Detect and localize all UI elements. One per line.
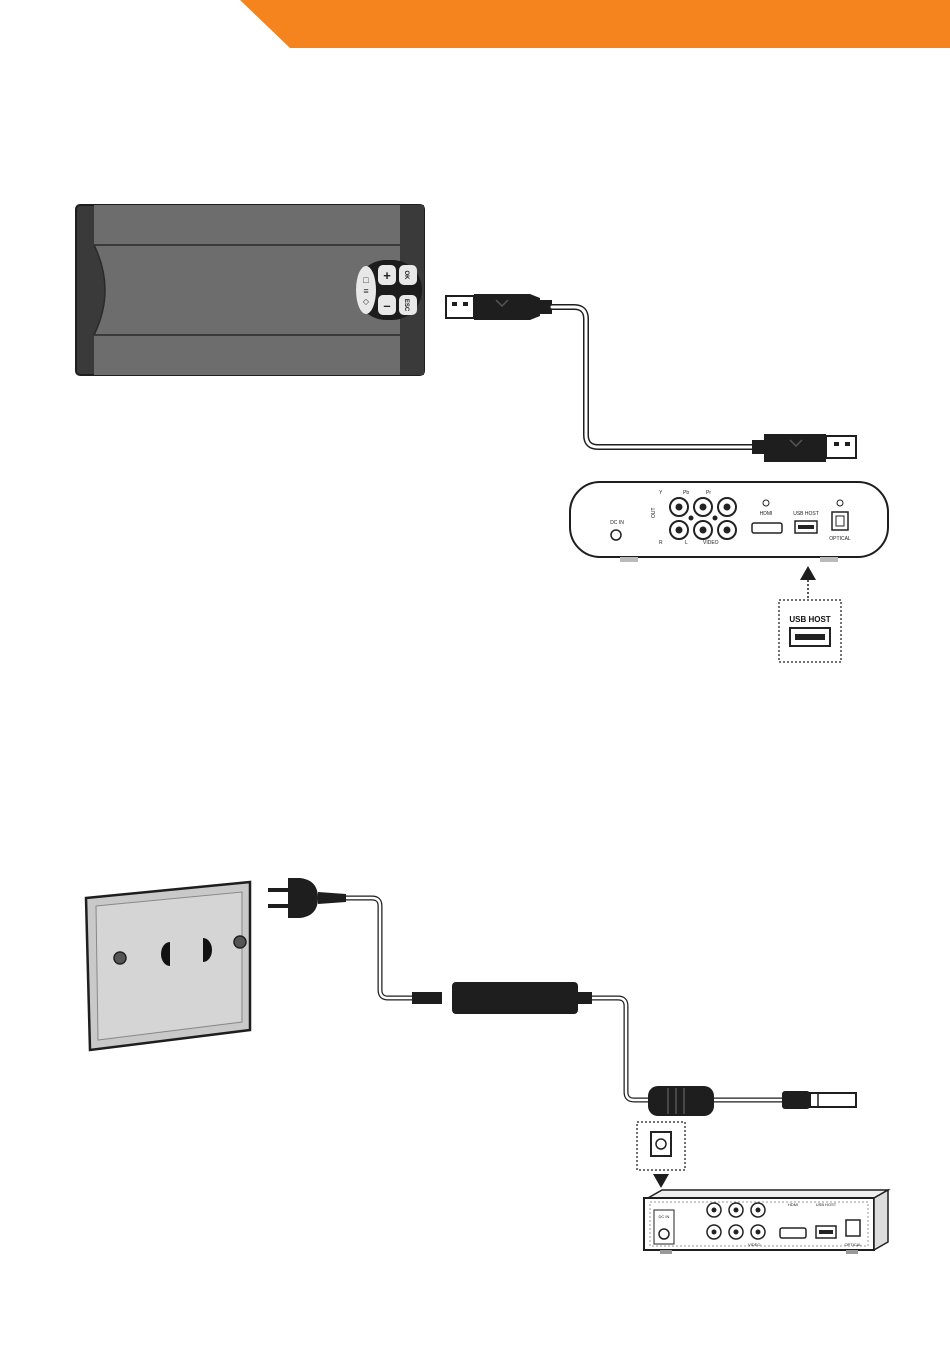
wall-socket [86,882,250,1050]
usb-plug-icon [446,294,552,320]
hdd-plus-button: + [383,268,391,283]
dc-in-label: DC IN [610,520,624,526]
dc-plug [782,1091,856,1109]
dc-in-label-small: DC IN [659,1214,670,1219]
dc-jack-icon [637,1122,685,1170]
orange-tab [240,0,950,48]
optical-label-small: OPTICAL [844,1242,862,1247]
arrow-down-icon [653,1174,669,1188]
hdd-ok-button: OK [403,271,409,281]
media-player-rear-box: DC IN VIDEO HDMI USB HOST OPTICAL [644,1190,888,1254]
optical-label: OPTICAL [829,536,851,542]
video-label: VIDEO [703,540,719,546]
pr-label: Pr [706,490,711,496]
hdd-esc-button: ESC [403,299,409,312]
power-adapter [412,982,592,1014]
hdd-button-panel: □ ≡ ◇ + – OK ESC [356,260,422,320]
svg-text:□: □ [363,275,369,285]
ferrite-core [648,1086,714,1116]
usb-connection-diagram: □ ≡ ◇ + – OK ESC [0,190,950,680]
usb-cable [446,294,856,462]
svg-text:≡: ≡ [363,286,368,296]
l-label: L [685,540,688,546]
usb-host-label: USB HOST [793,511,819,517]
power-connection-diagram: DC IN VIDEO HDMI USB HOST OPTICAL [0,860,950,1260]
hdmi-port [752,523,782,533]
r-label: R [659,540,663,546]
dc-jack-icon [611,530,621,540]
media-player-rear-panel: DC IN OUT Y Pb Pr R L VIDEO HDMI USB HOS… [570,482,888,562]
power-plug-icon [268,878,346,918]
callout-label: USB HOST [789,615,830,624]
usb-host-label-small: USB HOST [816,1202,837,1207]
pb-label: Pb [683,490,689,496]
video-label-small: VIDEO [748,1242,760,1247]
hdmi-label-small: HDMI [788,1202,798,1207]
header-banner [0,0,950,50]
hdmi-label: HDMI [760,511,773,517]
svg-text:◇: ◇ [363,297,370,306]
usb-plug-icon [752,434,856,462]
external-hdd: □ ≡ ◇ + – OK ESC [76,205,424,375]
hdd-minus-button: – [383,298,390,313]
usb-host-callout: USB HOST [779,600,841,662]
arrow-up-icon [800,566,816,600]
out-label: OUT [651,507,657,518]
